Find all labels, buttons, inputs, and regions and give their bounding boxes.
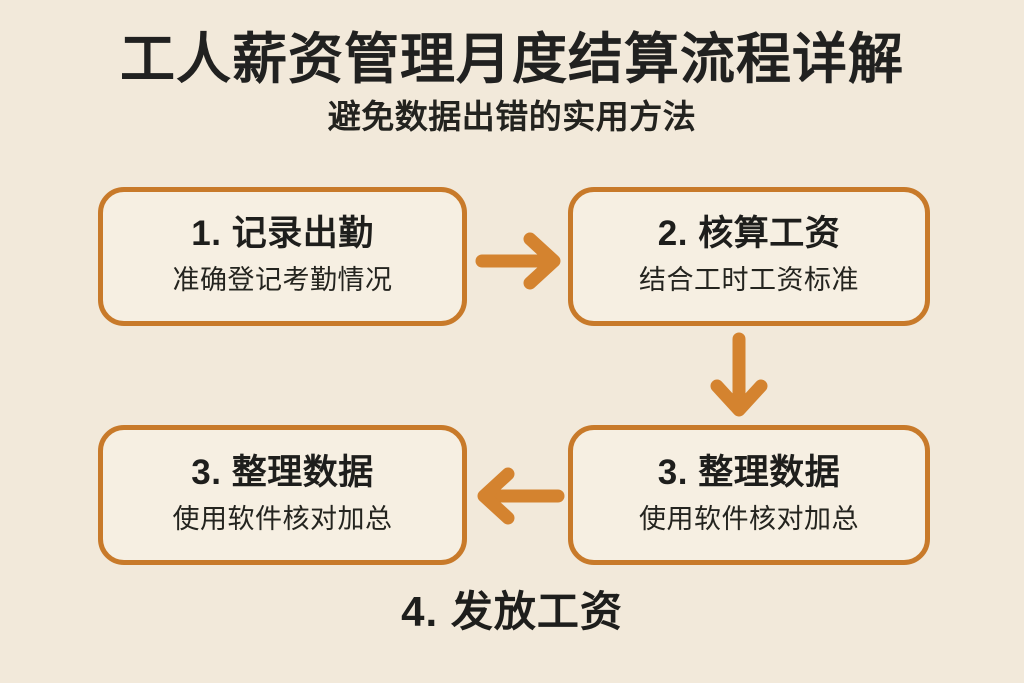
flow-node-3-title: 3. 整理数据 — [191, 452, 374, 492]
flow-node-2: 2. 核算工资 结合工时工资标准 — [568, 187, 930, 326]
flow-node-3: 3. 整理数据 使用软件核对加总 — [98, 425, 467, 565]
flow-node-4-title: 3. 整理数据 — [657, 452, 841, 492]
flow-node-2-description: 结合工时工资标准 — [639, 265, 859, 295]
page-subtitle: 避免数据出错的实用方法 — [327, 98, 697, 135]
header: 工人薪资管理月度结算流程详解 避免数据出错的实用方法 — [0, 0, 1024, 138]
flow-node-2-title: 2. 核算工资 — [657, 214, 841, 253]
arrow-right-icon — [474, 228, 566, 294]
flow-node-3-description: 使用软件核对加总 — [172, 503, 393, 534]
flow-node-4-description: 使用软件核对加总 — [639, 503, 859, 534]
page-title: 工人薪资管理月度结算流程详解 — [119, 28, 904, 90]
flow-node-1-title: 1. 记录出勤 — [191, 214, 374, 253]
flow-node-1: 1. 记录出勤 准确登记考勤情况 — [98, 187, 467, 326]
flow-final-step: 4. 发放工资 — [401, 588, 623, 635]
flow-node-1-description: 准确登记考勤情况 — [172, 265, 393, 295]
flow-node-4: 3. 整理数据 使用软件核对加总 — [568, 425, 930, 565]
arrow-left-icon — [470, 462, 566, 530]
arrow-down-icon — [700, 330, 778, 422]
